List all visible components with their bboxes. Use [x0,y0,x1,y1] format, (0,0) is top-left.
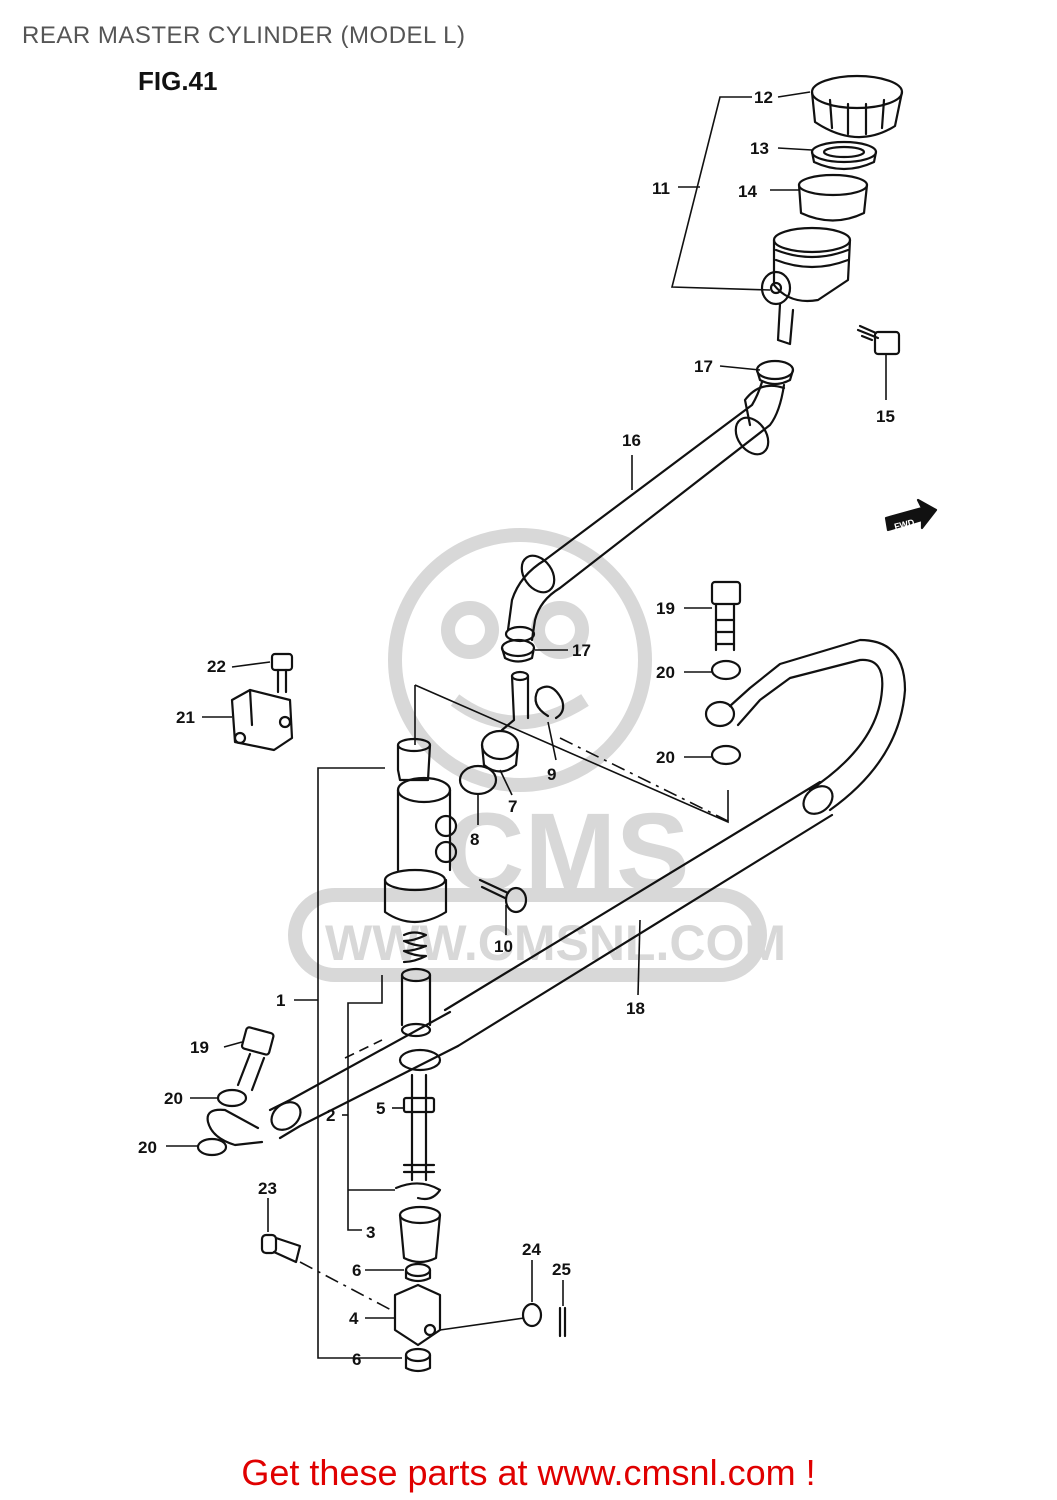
callout-20-lower-b: 20 [138,1138,157,1157]
callout-20-upper-b: 20 [656,748,675,767]
callout-9: 9 [547,765,556,784]
hose-clamp-upper [755,359,795,386]
callout-17-lower: 17 [572,641,591,660]
footer-link[interactable]: Get these parts at www.cmsnl.com ! [241,1452,816,1493]
callout-12: 12 [754,88,773,107]
o-ring [458,764,498,796]
callout-18: 18 [626,999,645,1018]
callout-11: 11 [652,179,670,198]
lock-nut-upper [404,1262,432,1283]
figure-label: FIG.41 [138,66,218,96]
callout-22: 22 [207,657,226,676]
callout-4: 4 [349,1309,359,1328]
reservoir-screw [856,324,901,356]
brake-hose [206,638,907,1147]
union-bolt-lower [236,1026,275,1092]
diaphragm-plate [797,173,869,222]
callout-8: 8 [470,830,479,849]
mounting-bolt [478,878,528,914]
hose-clamp-lower [500,638,536,663]
callout-23: 23 [258,1179,277,1198]
reservoir-cap [810,74,904,139]
callout-20-lower-a: 20 [164,1089,183,1108]
rod-circlip [394,1182,442,1201]
circlip [534,685,565,720]
callout-17-upper: 17 [694,357,713,376]
clevis-pin [260,1233,302,1264]
leader-lines [166,91,887,1359]
cylinder-bracket [230,688,294,752]
return-spring [402,931,428,964]
callout-1: 1 [276,991,285,1010]
sealing-washer [710,744,742,766]
callout-25: 25 [552,1260,571,1279]
callout-19-lower: 19 [190,1038,209,1057]
union-bolt-upper [710,580,742,652]
watermark-mascot-eye [531,601,589,659]
sealing-washer [196,1137,228,1157]
callout-13: 13 [750,139,769,158]
callout-6-upper: 6 [352,1261,361,1280]
forward-label: FWD [893,517,916,532]
callout-2: 2 [326,1106,335,1125]
pin-washer [521,1302,543,1328]
watermark-badge [288,888,767,982]
callout-10: 10 [494,937,513,956]
callout-14: 14 [738,182,757,201]
watermark-mascot-head [388,528,652,792]
bracket-bolt [270,652,294,694]
piston [400,967,432,1038]
callout-20-upper-a: 20 [656,663,675,682]
push-rod-washer [398,1048,442,1072]
watermark-mascot-eye [441,601,499,659]
watermark-brand: CMS [445,791,689,914]
forward-arrow [884,498,938,532]
callout-21: 21 [176,708,195,727]
push-rod [402,1073,436,1182]
callout-5: 5 [376,1099,385,1118]
callout-3: 3 [366,1223,375,1242]
callout-7: 7 [508,797,517,816]
cotter-pin [558,1306,567,1338]
parts-diagram: CMS WWW.CMSNL.COM [138,74,938,1373]
sealing-washer [710,659,742,681]
callouts: 12 13 11 14 17 15 16 19 17 22 20 21 20 9… [138,88,895,1369]
dust-boot [398,1205,442,1264]
clevis [393,1283,442,1347]
reservoir-body [760,226,852,346]
callout-16: 16 [622,431,641,450]
callout-19-upper: 19 [656,599,675,618]
lock-nut-lower [404,1347,432,1373]
callout-6-lower: 6 [352,1350,361,1369]
callout-15: 15 [876,407,895,426]
page-title: REAR MASTER CYLINDER (MODEL L) [22,22,466,49]
sealing-washer [216,1088,248,1108]
reservoir-hose [504,380,786,643]
callout-24: 24 [522,1240,541,1259]
master-cylinder-body [383,737,458,923]
cap-gasket [810,140,878,171]
